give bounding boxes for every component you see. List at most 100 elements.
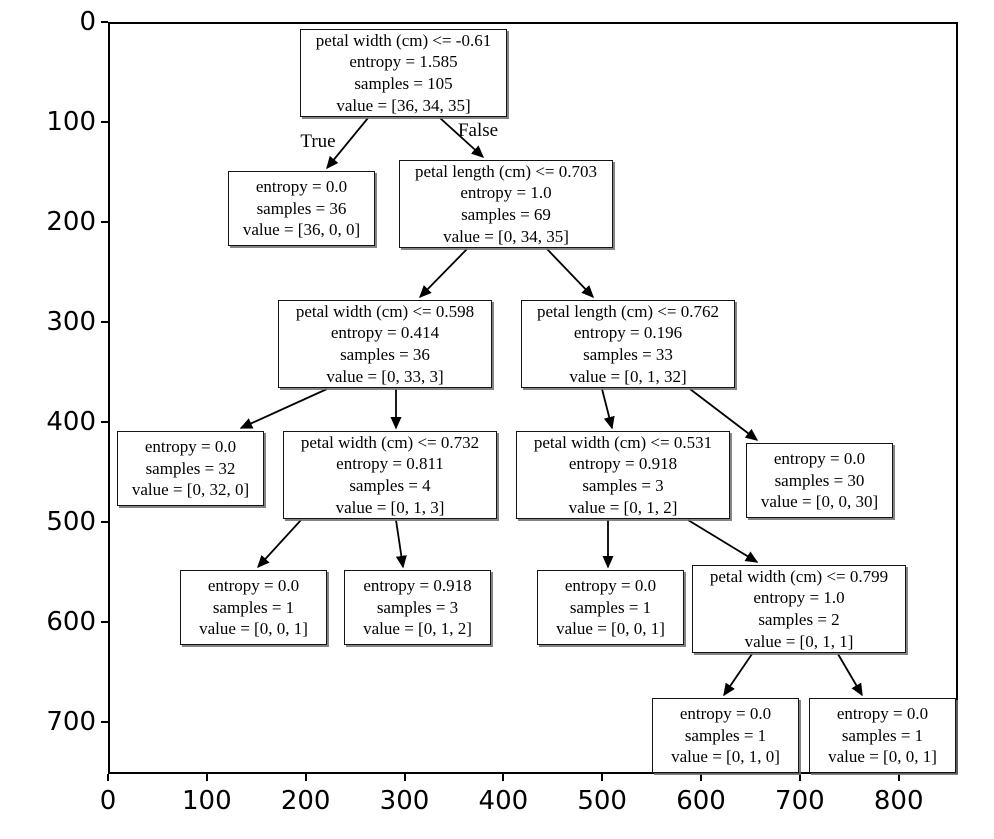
tree-node-text-line: value = [0, 1, 2] xyxy=(363,619,472,639)
tree-node-text-line: value = [0, 0, 30] xyxy=(760,492,879,512)
y-axis-tick xyxy=(101,621,108,623)
x-axis-tick-label: 600 xyxy=(676,786,726,816)
tree-node-text-line: samples = 1 xyxy=(569,597,652,617)
tree-node-text-line: samples = 4 xyxy=(349,476,431,495)
tree-node-text-line: entropy = 0.0 xyxy=(207,575,300,595)
tree-node-text-line: petal width (cm) <= 0.799 xyxy=(709,566,889,586)
tree-node-text-line: petal width (cm) <= -0.61 xyxy=(315,30,492,50)
tree-node-text-line: samples = 3 xyxy=(376,597,459,617)
tree-node-text-line: entropy = 1.585 xyxy=(349,52,458,72)
tree-node-text-line: entropy = 0.0 xyxy=(144,436,237,456)
y-axis-tick xyxy=(101,421,108,423)
y-axis-tick xyxy=(101,721,108,723)
tree-node-text-line: value = [0, 34, 35] xyxy=(443,226,569,246)
x-axis-tick-label: 500 xyxy=(577,786,627,816)
x-axis-tick xyxy=(601,774,604,781)
tree-node-text-line: entropy = 0.0 xyxy=(836,703,929,723)
tree-node-text-line: value = [0, 0, 1] xyxy=(828,747,937,767)
tree-node-text-line: samples = 30 xyxy=(774,470,865,490)
tree-node-text-line: samples = 1 xyxy=(212,597,295,617)
tree-node-text-line: value = [36, 0, 0] xyxy=(242,220,361,240)
tree-node-text-line: samples = 69 xyxy=(461,205,551,224)
tree-node-text-line: value = [0, 0, 1] xyxy=(199,619,308,639)
x-axis-tick xyxy=(304,774,307,781)
tree-node-text-line: entropy = 0.0 xyxy=(255,176,348,196)
y-axis-tick xyxy=(101,21,108,23)
tree-node-text-line: entropy = 0.918 xyxy=(363,575,472,595)
tree-node-text-line: entropy = 1.0 xyxy=(753,588,845,608)
x-axis-tick-label: 200 xyxy=(280,786,331,816)
x-axis-tick-label: 700 xyxy=(775,786,825,816)
tree-node-text-line: entropy = 1.0 xyxy=(460,183,552,203)
tree-node-text-line: value = [0, 1, 1] xyxy=(744,631,854,651)
tree-node-text-line: value = [36, 34, 35] xyxy=(336,95,471,115)
edge-label-false: False xyxy=(457,120,499,141)
y-axis-tick xyxy=(101,321,108,323)
tree-node-text-line: petal width (cm) <= 0.531 xyxy=(533,432,713,452)
y-axis-tick-label: 700 xyxy=(46,707,96,737)
tree-node-text-line: value = [0, 0, 1] xyxy=(556,619,665,639)
tree-node-text-line: petal width (cm) <= 0.598 xyxy=(295,301,475,321)
x-axis-tick xyxy=(897,774,900,781)
y-axis-tick-label: 400 xyxy=(46,407,96,437)
tree-node-text-line: petal length (cm) <= 0.762 xyxy=(536,301,720,321)
tree-node-text-line: entropy = 0.918 xyxy=(568,454,678,474)
y-axis-tick xyxy=(101,521,108,523)
tree-node-text-line: value = [0, 1, 2] xyxy=(568,497,678,517)
x-axis-tick-label: 300 xyxy=(379,786,430,816)
y-axis-tick-label: 0 xyxy=(79,7,96,37)
y-axis-tick-label: 500 xyxy=(46,507,96,537)
y-axis-tick-label: 200 xyxy=(46,207,96,237)
x-axis-tick-label: 0 xyxy=(99,786,117,816)
y-axis-tick-label: 600 xyxy=(46,607,96,637)
x-axis-tick-label: 800 xyxy=(873,786,924,816)
tree-node-text-line: value = [0, 32, 0] xyxy=(131,480,250,500)
x-axis-tick-label: 100 xyxy=(182,786,232,816)
tree-node-text-line: entropy = 0.196 xyxy=(573,323,683,343)
x-axis-tick xyxy=(502,774,505,781)
tree-node-text-line: petal width (cm) <= 0.732 xyxy=(300,432,480,452)
x-axis-tick xyxy=(700,774,703,781)
tree-node-text-line: value = [0, 33, 3] xyxy=(326,366,444,386)
tree-node-text-line: samples = 1 xyxy=(841,725,924,745)
edge-label-true: True xyxy=(300,131,336,152)
tree-node-text-line: petal length (cm) <= 0.703 xyxy=(414,161,598,181)
x-axis-tick xyxy=(205,774,208,781)
tree-node-text-line: entropy = 0.0 xyxy=(564,575,657,595)
x-axis-tick xyxy=(403,774,406,781)
tree-node-text-line: value = [0, 1, 32] xyxy=(569,366,687,386)
y-axis-tick-label: 100 xyxy=(46,107,96,137)
x-axis-tick-label: 400 xyxy=(478,786,529,816)
y-axis-tick xyxy=(101,221,108,223)
plot-frame xyxy=(108,22,958,774)
tree-node-text-line: samples = 32 xyxy=(145,458,236,478)
tree-node-text-line: entropy = 0.0 xyxy=(773,448,866,468)
tree-node-text-line: samples = 1 xyxy=(684,725,767,745)
x-axis-tick xyxy=(798,774,801,781)
tree-node-text-line: entropy = 0.414 xyxy=(330,323,440,343)
tree-node-text-line: value = [0, 1, 0] xyxy=(671,747,780,767)
tree-node-text-line: samples = 105 xyxy=(354,74,453,93)
tree-node-text-line: entropy = 0.811 xyxy=(336,454,444,474)
tree-node-text-line: entropy = 0.0 xyxy=(679,703,772,723)
tree-node-text-line: samples = 36 xyxy=(256,198,347,218)
y-axis-tick-label: 300 xyxy=(46,307,96,337)
x-axis-tick xyxy=(107,774,109,781)
y-axis-tick xyxy=(101,121,108,123)
tree-node-text-line: samples = 3 xyxy=(582,476,664,495)
